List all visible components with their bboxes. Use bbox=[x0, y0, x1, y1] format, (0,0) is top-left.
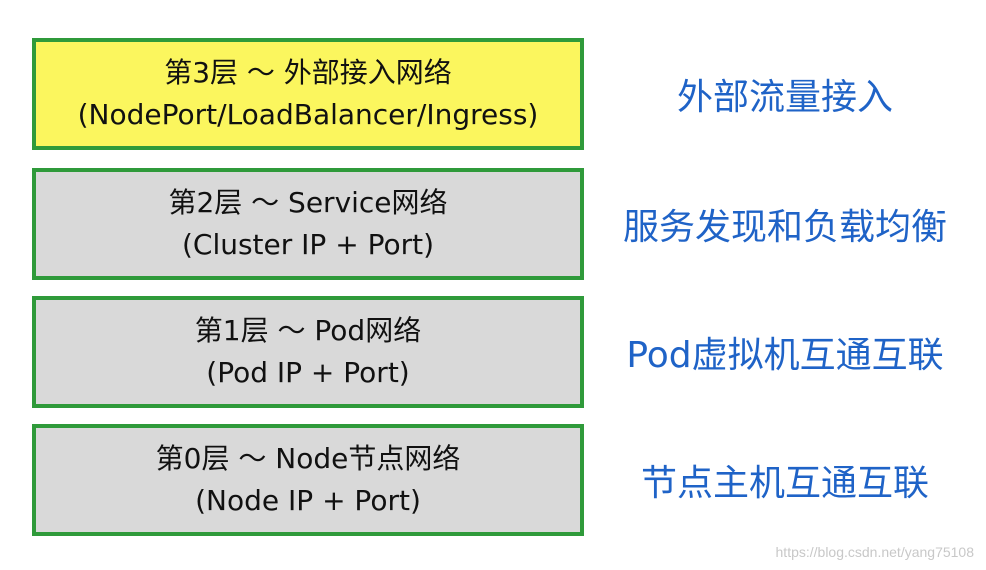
layer-1-description: Pod虚拟机互通互联 bbox=[626, 335, 944, 376]
layer-2-subtitle: (Cluster IP + Port) bbox=[181, 228, 435, 261]
layer-1-subtitle: (Pod IP + Port) bbox=[206, 356, 410, 389]
layer-3-title: 第3层 ～ 外部接入网络 bbox=[164, 56, 452, 89]
layer-2-box: 第2层 ～ Service网络 (Cluster IP + Port) bbox=[32, 168, 584, 280]
layer-1-title: 第1层 ～ Pod网络 bbox=[194, 314, 422, 347]
layer-2-title: 第2层 ～ Service网络 bbox=[168, 186, 448, 219]
layer-0-description: 节点主机互通互联 bbox=[640, 463, 929, 504]
layer-2-description: 服务发现和负载均衡 bbox=[622, 207, 947, 248]
layer-3-description: 外部流量接入 bbox=[676, 77, 893, 118]
layer-3-subtitle: (NodePort/LoadBalancer/Ingress) bbox=[77, 98, 539, 131]
layer-1-box: 第1层 ～ Pod网络 (Pod IP + Port) bbox=[32, 296, 584, 408]
layer-3-box: 第3层 ～ 外部接入网络 (NodePort/LoadBalancer/Ingr… bbox=[32, 38, 584, 150]
layer-0-subtitle: (Node IP + Port) bbox=[195, 484, 421, 517]
layer-0-title: 第0层 ～ Node节点网络 bbox=[155, 442, 461, 475]
watermark: https://blog.csdn.net/yang75108 bbox=[775, 544, 974, 560]
layer-0-box: 第0层 ～ Node节点网络 (Node IP + Port) bbox=[32, 424, 584, 536]
